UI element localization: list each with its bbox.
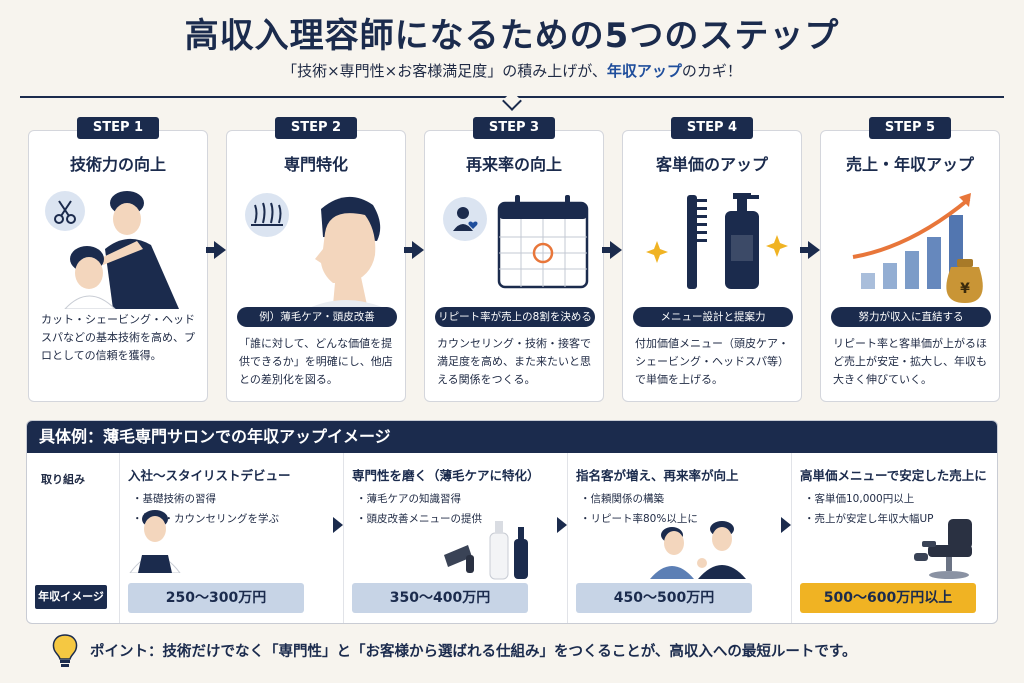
page-subtitle: 「技術×専門性×お客様満足度」の積み上げが、年収アップのカギ！	[0, 60, 1024, 81]
stage-2-bullets: 薄毛ケアの知識習得 頭皮改善メニューの提供	[356, 489, 483, 529]
calendar-icon	[497, 195, 589, 289]
stage-3-arrow	[781, 517, 791, 533]
stage-1-bullet: 基礎技術の習得	[132, 489, 279, 509]
subtitle-highlight: 年収アップ	[606, 62, 682, 80]
step-4-badge: STEP 4	[671, 117, 753, 139]
step-2-tag: 例）薄毛ケア・頭皮改善	[237, 307, 397, 327]
step-4-description: 付加価値メニュー（頭皮ケア・シェービング・ヘッドスパ等）で単価を上げる。	[635, 337, 789, 386]
step-5-tag: 努力が収入に直結する	[831, 307, 991, 327]
step-5-description: リピート率と客単価が上がるほど売上が安定・拡大し、年収も大きく伸びていく。	[833, 337, 987, 386]
stage-3-bullet: 信頼関係の構築	[580, 489, 698, 509]
stage-4-bullets: 客単価10,000円以上 売上が安定し年収大幅UP	[804, 489, 934, 529]
page-title: 高収入理容師になるための5つのステップ	[184, 16, 840, 56]
stage-3-bullet: リピート率80%以上に	[580, 509, 698, 529]
user-heart-icon-bg	[443, 197, 487, 241]
user-heart-icon	[453, 207, 478, 231]
step-2-description: 「誰に対して、どんな価値を提供できるか」を明確にし、他店との差別化を図る。	[239, 337, 393, 386]
bottle-icon	[725, 193, 759, 289]
stage-4-title: 高単価メニューで安定した売上に	[800, 468, 987, 483]
step-5-card: 売上・年収アップ ¥ 努力が収入に直結する リピート率と客単価が上がるほど売上が…	[820, 130, 1000, 402]
comb-icon	[687, 195, 707, 289]
stage-1-bullets: 基礎技術の習得 接客・カウンセリングを学ぶ	[132, 489, 280, 529]
stage-3-income: 450〜500万円	[576, 583, 752, 613]
example-section: 具体例：薄毛専門サロンでの年収アップイメージ 取り組み 年収イメージ 入社〜スタ…	[26, 420, 998, 624]
trusted-customer-illustration	[650, 521, 746, 579]
efforts-label: 取り組み	[41, 473, 85, 486]
step-3-tag: リピート率が売上の8割を決める	[435, 307, 595, 327]
stage-4-bullet: 客単価10,000円以上	[804, 489, 934, 509]
step-2-card: 専門特化 例）薄毛ケア・頭皮改善 「誰に対して、どんな価値を提供できるか」を明確…	[226, 130, 406, 402]
stage-2-bullet: 薄毛ケアの知識習得	[356, 489, 482, 509]
step-4-title: 客単価のアップ	[655, 155, 768, 174]
step-3-title: 再来率の向上	[465, 155, 562, 174]
point-text: ポイント：技術だけでなく「専門性」と「お客様から選ばれる仕組み」をつくることが、…	[90, 644, 857, 660]
step-3-description: カウンセリング・技術・接客で満足度を高め、また来たいと思える関係をつくる。	[437, 337, 591, 386]
stage-2-title: 専門性を磨く（薄毛ケアに特化）	[352, 468, 540, 483]
stage-1-bullet: 接客・カウンセリングを学ぶ	[132, 509, 280, 529]
header-divider-notch	[502, 91, 522, 111]
step-3-arrow	[602, 241, 622, 259]
hair-follicle-icon-bg	[245, 193, 289, 237]
income-label: 年収イメージ	[35, 585, 107, 609]
svg-text:¥: ¥	[960, 281, 970, 297]
example-stage-3: 指名客が増え、再来率が向上 信頼関係の構築 リピート率80%以上に 450〜50…	[567, 453, 791, 623]
growth-chart-icon: ¥	[852, 193, 983, 303]
comb-bottle-illustration	[646, 193, 788, 289]
example-stage-1: 入社〜スタイリストデビュー 基礎技術の習得 接客・カウンセリングを学ぶ 250〜…	[119, 453, 343, 623]
step-4-card: 客単価のアップ メニュー設計と提案力 付加価値メニュー（頭皮ケア・シェービング・…	[622, 130, 802, 402]
stage-1-title: 入社〜スタイリストデビュー	[128, 468, 291, 483]
scalp-care-tools-illustration	[444, 521, 528, 580]
barber-cutting-illustration	[45, 191, 179, 309]
stage-2-income: 350〜400万円	[352, 583, 528, 613]
stage-4-income: 500〜600万円以上	[800, 583, 976, 613]
lightbulb-icon	[52, 634, 78, 667]
example-stage-2: 専門性を磨く（薄毛ケアに特化） 薄毛ケアの知識習得 頭皮改善メニューの提供 35…	[343, 453, 567, 623]
calendar-illustration	[443, 195, 589, 289]
step-4-arrow	[800, 241, 820, 259]
stage-2-bullet: 頭皮改善メニューの提供	[356, 509, 483, 529]
step-4-tag: メニュー設計と提案力	[633, 307, 793, 327]
sparkle-icon	[646, 235, 788, 263]
money-bag-icon: ¥	[946, 259, 983, 303]
stage-2-arrow	[557, 517, 567, 533]
stage-3-bullets: 信頼関係の構築 リピート率80%以上に	[580, 489, 698, 529]
stage-1-arrow	[333, 517, 343, 533]
barber-chair-icon	[914, 519, 972, 579]
step-1-arrow	[206, 241, 226, 259]
step-1-card: 技術力の向上 カット・シェービング・ヘッドスパなどの基本技術を高め、プロとしての…	[28, 130, 208, 402]
stage-4-bullet: 売上が安定し年収大幅UP	[804, 509, 934, 529]
step-2-title: 専門特化	[283, 155, 348, 174]
example-stage-4: 高単価メニューで安定した売上に 客単価10,000円以上 売上が安定し年収大幅U…	[791, 453, 997, 623]
subtitle-post: のカギ！	[681, 62, 742, 80]
subtitle-pre: 「技術×専門性×お客様満足度」の積み上げが、	[282, 62, 607, 80]
step-1-badge: STEP 1	[77, 117, 159, 139]
stage-3-title: 指名客が増え、再来率が向上	[576, 468, 739, 483]
step-2-arrow	[404, 241, 424, 259]
apprentice-illustration	[129, 510, 181, 573]
step-3-badge: STEP 3	[473, 117, 555, 139]
stage-1-income: 250〜300万円	[128, 583, 304, 613]
scissors-icon	[54, 200, 76, 224]
step-5-title: 売上・年収アップ	[845, 155, 974, 174]
hair-follicle-icon	[251, 202, 283, 226]
step-5-badge: STEP 5	[869, 117, 951, 139]
profile-head-illustration	[245, 193, 387, 309]
point-banner: ポイント：技術だけでなく「専門性」と「お客様から選ばれる仕組み」をつくることが、…	[46, 634, 1006, 668]
step-3-card: 再来率の向上 リピート率が売上の8割を決める カウンセリング・技術・接客で満足度…	[424, 130, 604, 402]
step-1-title: 技術力の向上	[69, 155, 166, 174]
example-header: 具体例：薄毛専門サロンでの年収アップイメージ	[27, 421, 997, 453]
step-2-badge: STEP 2	[275, 117, 357, 139]
step-1-description: カット・シェービング・ヘッドスパなどの基本技術を高め、プロとしての信頼を獲得。	[41, 313, 195, 362]
